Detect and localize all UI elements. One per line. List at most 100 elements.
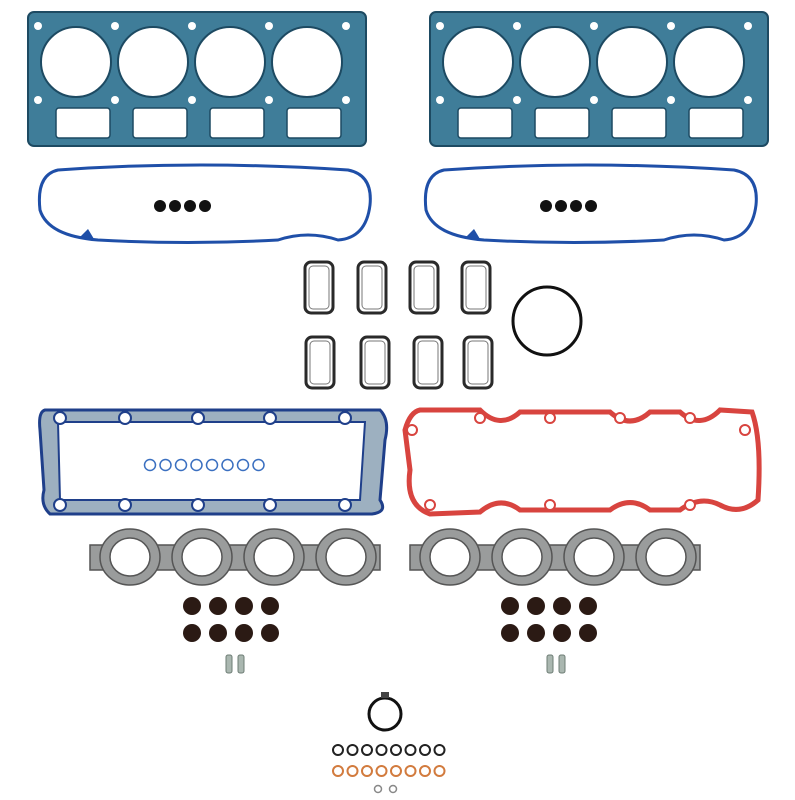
locator-tab — [466, 229, 480, 239]
small-seal-dark — [390, 744, 402, 756]
small-seal-dark — [332, 744, 344, 756]
water-port — [132, 107, 188, 139]
bolt-hole — [34, 96, 42, 104]
valley-gasket-left — [38, 408, 389, 516]
exhaust-port — [501, 537, 543, 577]
bolt-hole — [513, 22, 521, 30]
exhaust-port — [325, 537, 367, 577]
small-o-ring — [221, 458, 234, 472]
bolt-hole — [188, 22, 196, 30]
intake-port-outline — [356, 260, 388, 315]
intake-port-inner — [417, 340, 439, 385]
cylinder-bore — [673, 26, 745, 98]
grommet — [184, 200, 196, 212]
exhaust-port — [181, 537, 223, 577]
dowel-pin — [558, 654, 566, 674]
bolt-hole — [263, 498, 277, 512]
bolt-hole — [342, 22, 350, 30]
exhaust-port — [573, 537, 615, 577]
bolt-hole — [513, 96, 521, 104]
bolt-hole — [118, 498, 132, 512]
tiny-o-ring — [373, 784, 383, 794]
bolt-hole — [111, 96, 119, 104]
bolt-hole — [188, 96, 196, 104]
small-o-ring — [205, 458, 219, 472]
intake-port-inner — [309, 340, 331, 385]
small-seal-brown — [419, 765, 431, 777]
small-seal-dark — [375, 744, 388, 756]
intake-port-gasket — [304, 335, 336, 390]
grommet — [570, 200, 582, 212]
bolt-hole — [739, 424, 751, 436]
water-port — [688, 107, 744, 139]
small-seal-brown — [404, 765, 417, 777]
intake-port-inner — [361, 265, 383, 310]
valley-left-opening — [56, 421, 367, 501]
valve-stem-seal — [235, 597, 253, 615]
intake-port-outline — [408, 260, 440, 315]
grommet — [169, 200, 181, 212]
valve-stem-seal — [553, 624, 571, 642]
intake-port-inner — [467, 340, 489, 385]
bolt-hole — [436, 96, 444, 104]
valve-stem-seal — [579, 624, 597, 642]
valve-stem-seal — [209, 624, 227, 642]
small-seal-dark — [404, 744, 417, 756]
intake-port-inner — [364, 340, 386, 385]
grommet — [585, 200, 597, 212]
exhaust-port — [109, 537, 151, 577]
small-o-ring — [143, 458, 157, 472]
bolt-hole — [436, 22, 444, 30]
water-port — [534, 107, 590, 139]
bolt-hole — [118, 411, 132, 425]
intake-port-outline — [304, 335, 336, 390]
intake-port-gasket — [303, 260, 335, 315]
bolt-hole — [53, 411, 67, 425]
exhaust-port — [253, 537, 295, 577]
intake-port-outline — [460, 260, 492, 315]
bolt-hole — [265, 22, 273, 30]
dowel-pin — [546, 654, 554, 674]
valve-stem-seal — [209, 597, 227, 615]
locator-tab — [80, 229, 94, 239]
valve-stem-seal — [261, 624, 279, 642]
water-port — [457, 107, 513, 139]
small-seal-dark — [361, 744, 373, 756]
small-seal-dark — [419, 744, 431, 756]
bolt-hole — [342, 96, 350, 104]
bolt-hole — [424, 499, 436, 511]
small-seal-brown — [375, 765, 388, 777]
cylinder-bore — [519, 26, 591, 98]
intake-port-gasket — [408, 260, 440, 315]
bolt-hole — [744, 22, 752, 30]
head-gasket — [27, 11, 367, 147]
bolt-hole — [667, 22, 675, 30]
bolt-hole — [544, 412, 556, 424]
valve-stem-seal — [183, 597, 201, 615]
bolt-hole — [191, 411, 205, 425]
intake-port-gasket — [359, 335, 391, 390]
bolt-hole — [265, 96, 273, 104]
exhaust-manifold-gasket — [409, 528, 701, 586]
bolt-hole — [744, 96, 752, 104]
water-port — [611, 107, 667, 139]
bolt-hole — [474, 412, 486, 424]
small-seal-brown — [390, 765, 402, 777]
bolt-hole — [614, 412, 626, 424]
intake-port-outline — [359, 335, 391, 390]
small-o-ring — [252, 458, 265, 472]
water-port — [55, 107, 111, 139]
intake-port-outline — [303, 260, 335, 315]
bolt-hole — [111, 22, 119, 30]
tiny-o-ring — [388, 784, 398, 794]
small-o-ring — [236, 458, 250, 472]
valley-right-body — [402, 407, 762, 517]
small-seal-brown — [361, 765, 373, 777]
grommet — [555, 200, 567, 212]
bolt-hole — [684, 499, 696, 511]
valve-cover-outline — [37, 163, 372, 244]
intake-port-outline — [462, 335, 494, 390]
valve-cover-outline — [423, 163, 758, 244]
dowel-pin — [225, 654, 233, 674]
